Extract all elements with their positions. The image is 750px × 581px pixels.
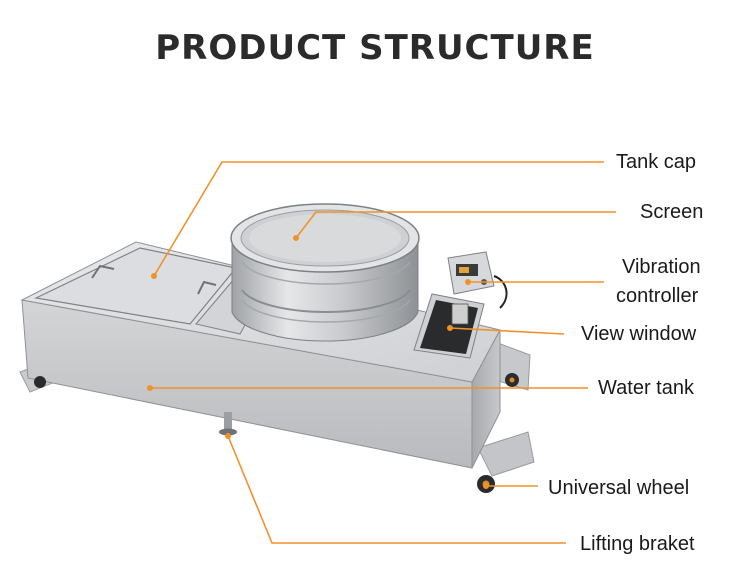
- callout-line-tank-cap: [153, 161, 604, 277]
- callout-line-view-window: [449, 327, 565, 335]
- wheels: [34, 373, 519, 493]
- lifting-foot: [219, 412, 237, 436]
- callout-lines: [150, 161, 616, 544]
- callout-dots: [147, 235, 489, 489]
- label-lifting-bracket: Lifting braket: [580, 533, 695, 555]
- callout-line-lifting-bracket: [227, 435, 566, 544]
- label-screen: Screen: [640, 201, 704, 223]
- label-vibration-controller-line2: controller: [616, 285, 699, 307]
- callout-line-screen: [295, 211, 616, 239]
- label-vibration-controller-line1: Vibration: [622, 256, 701, 278]
- label-water-tank: Water tank: [598, 377, 694, 399]
- screen-drum: [230, 203, 420, 342]
- page-title: PRODUCT STRUCTURE: [155, 28, 595, 68]
- label-tank-cap: Tank cap: [616, 151, 697, 173]
- label-view-window: View window: [581, 323, 697, 345]
- label-universal-wheel: Universal wheel: [548, 477, 690, 499]
